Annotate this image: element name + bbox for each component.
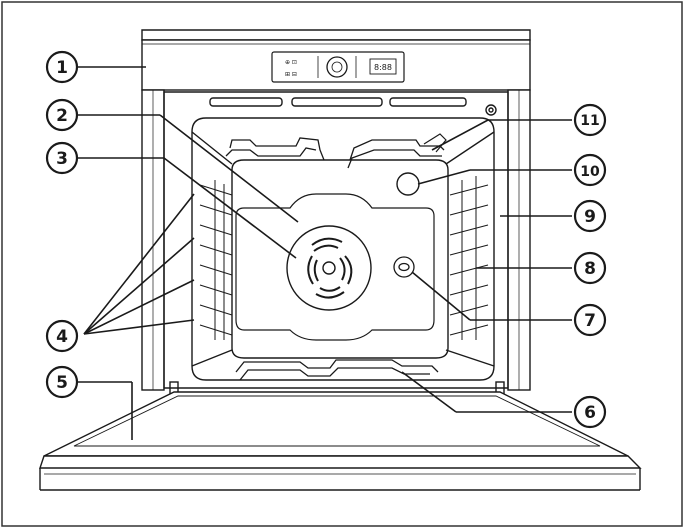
svg-text:4: 4 [56, 327, 68, 347]
callout-1: 1 [47, 52, 77, 82]
callout-4: 4 [47, 321, 77, 351]
top-vent-slot [390, 98, 466, 106]
control-knob[interactable] [327, 57, 347, 77]
svg-text:11: 11 [580, 113, 599, 129]
svg-text:10: 10 [580, 164, 600, 180]
circular-fan [287, 226, 371, 310]
svg-text:6: 6 [584, 403, 596, 423]
top-heating-element [226, 134, 446, 168]
callout-6: 6 [575, 397, 605, 427]
oven-light [397, 173, 419, 195]
callout-8: 8 [575, 253, 605, 283]
svg-text:5: 5 [56, 373, 68, 393]
svg-text:7: 7 [584, 311, 596, 331]
svg-text:8: 8 [584, 259, 596, 279]
callout-9: 9 [575, 201, 605, 231]
shelf-runners-left [200, 180, 232, 340]
clock-display-text: 8:88 [374, 63, 392, 72]
callout-3: 3 [47, 143, 77, 173]
callout-7: 7 [575, 305, 605, 335]
oven-body [142, 30, 530, 390]
shelf-runners-right [450, 176, 488, 340]
top-vent-slot [210, 98, 282, 106]
callout-2: 2 [47, 100, 77, 130]
screw [486, 105, 496, 115]
callout-5: 5 [47, 367, 77, 397]
svg-text:3: 3 [56, 149, 68, 169]
callout-11: 11 [575, 105, 605, 135]
oven-door [40, 382, 640, 490]
svg-text:2: 2 [56, 106, 68, 126]
control-panel-symbols-top: ⊕ ⊡ [285, 59, 297, 66]
top-vent-slot [292, 98, 382, 106]
rear-fitting [394, 257, 414, 277]
svg-text:9: 9 [584, 207, 596, 227]
control-panel-symbols-bottom: ⊞ ⊟ [285, 71, 297, 78]
callout-10: 10 [575, 155, 605, 185]
svg-text:1: 1 [56, 58, 68, 78]
